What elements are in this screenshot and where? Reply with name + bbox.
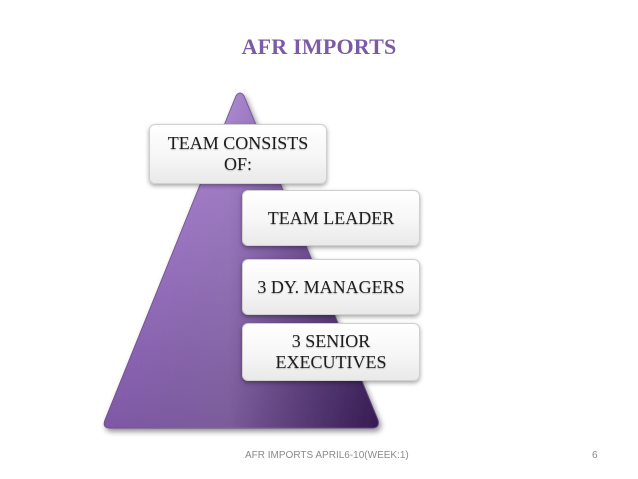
slide-title: AFR IMPORTS [241, 34, 397, 59]
pyramid-level-1-label: TEAM CONSISTS OF: [167, 133, 309, 174]
pyramid-level-3-label: 3 DY. MANAGERS [257, 276, 405, 297]
page-number: 6 [592, 450, 598, 461]
pyramid-level-3: 3 DY. MANAGERS [242, 259, 420, 315]
pyramid-level-1: TEAM CONSISTS OF: [149, 124, 327, 184]
pyramid-level-4: 3 SENIOR EXECUTIVES [242, 323, 420, 381]
pyramid-level-2: TEAM LEADER [242, 190, 420, 246]
slide-footer: AFR IMPORTS APRIL6-10(WEEK:1) [245, 450, 409, 461]
pyramid-level-4-label: 3 SENIOR EXECUTIVES [275, 331, 387, 372]
pyramid-level-2-label: TEAM LEADER [267, 207, 395, 228]
